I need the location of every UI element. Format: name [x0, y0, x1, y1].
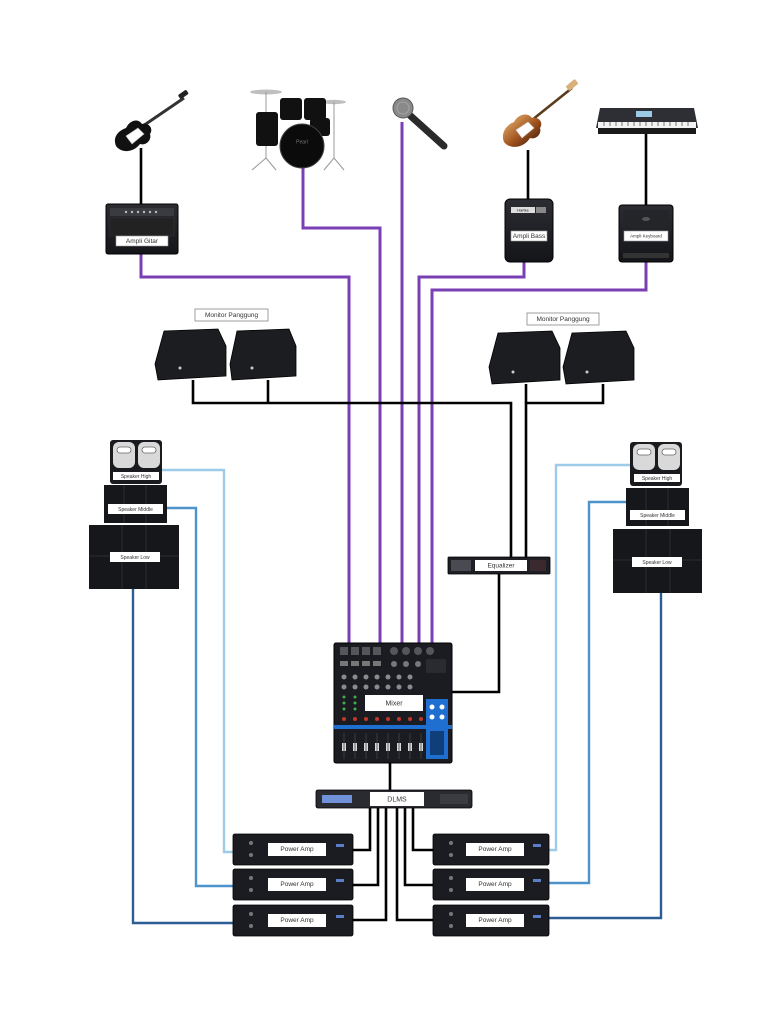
left-speaker-low-label: Speaker Low	[120, 555, 150, 561]
bass-amp-cable	[417, 262, 526, 650]
right-low-cable	[549, 592, 663, 920]
guitar-amp-cable	[139, 254, 351, 650]
power-amp-label: Power Amp	[478, 917, 512, 924]
dlms-label: DLMS	[387, 796, 407, 803]
keyboard-amp-cable	[430, 262, 648, 650]
microphone-icon	[392, 97, 448, 150]
power-amp-left-3: Power Amp	[232, 904, 354, 937]
guitar-amp-label: Ampli Gitar	[126, 238, 159, 245]
svg-text:Pearl: Pearl	[296, 139, 308, 145]
bass-amp: Hartke Ampli Bass	[504, 198, 554, 263]
electric-guitar-icon	[114, 90, 189, 152]
equalizer: Equalizer	[447, 556, 551, 575]
dlms-processor: DLMS	[315, 789, 473, 809]
power-amp-right-3: Power Amp	[432, 904, 550, 937]
speaker-cables	[139, 134, 648, 922]
right-high-cable	[549, 463, 630, 852]
left-speaker-high-label: Speaker High	[121, 474, 152, 480]
power-amp-left-1: Power Amp	[232, 833, 354, 866]
keyboard-icon	[596, 108, 698, 134]
right-speaker-mid-label: Speaker Middle	[640, 513, 675, 519]
left-high-cable	[162, 468, 233, 854]
mixer: Mixer	[333, 642, 453, 764]
stage-monitor-icon	[154, 328, 227, 381]
line-array-cables	[131, 463, 663, 925]
power-amp-right-2: Power Amp	[432, 868, 550, 901]
stage-monitor-icon	[229, 328, 297, 381]
power-amp-right-1: Power Amp	[432, 833, 550, 866]
right-speaker-high-label: Speaker High	[642, 476, 673, 482]
stage-monitor-icon	[562, 330, 635, 385]
right-monitor-label: Monitor Panggung	[536, 316, 590, 323]
power-amp-label: Power Amp	[478, 846, 512, 853]
power-amp-label: Power Amp	[280, 846, 314, 853]
power-amp-label: Power Amp	[280, 917, 314, 924]
power-amp-left-2: Power Amp	[232, 868, 354, 901]
right-speaker-stack: Speaker High Speaker Middle Speaker Low	[613, 442, 702, 593]
left-speaker-stack: Speaker High Speaker Middle Speaker Low	[89, 440, 179, 589]
dlms-to-amp-r1	[411, 808, 433, 852]
right-monitor-group: Monitor Panggung	[488, 312, 635, 385]
right-monitor-cable	[524, 384, 605, 557]
dlms-to-amp-l2	[353, 808, 380, 887]
left-low-cable	[131, 588, 233, 925]
equalizer-label: Equalizer	[487, 563, 515, 570]
right-mid-cable	[549, 500, 628, 885]
dlms-to-amp-l3	[353, 808, 388, 922]
drum-kit-icon: Pearl	[250, 89, 346, 171]
bass-amp-label: Ampli Bass	[513, 233, 546, 240]
left-monitor-group: Monitor Panggung	[154, 308, 297, 381]
mixer-label: Mixer	[385, 700, 403, 707]
instrument-cables	[139, 122, 648, 650]
guitar-amp: Ampli Gitar	[105, 203, 179, 255]
bass-amp-brand: Hartke	[517, 208, 530, 213]
dlms-to-amp-r3	[395, 808, 433, 922]
keyboard-amp-label: Ampli Keyboard	[630, 234, 662, 239]
left-speaker-mid-label: Speaker Middle	[118, 507, 153, 513]
bass-guitar-icon	[502, 79, 578, 147]
left-monitor-label: Monitor Panggung	[205, 312, 259, 319]
dlms-to-amp-l1	[353, 808, 372, 852]
left-monitor-cable	[191, 380, 513, 557]
power-amp-label: Power Amp	[478, 881, 512, 888]
right-speaker-low-label: Speaker Low	[642, 560, 672, 566]
drum-cable	[301, 168, 382, 650]
keyboard-amp: Ampli Keyboard	[618, 204, 674, 263]
stage-monitor-icon	[488, 330, 561, 385]
equalizer-to-mixer-cable	[452, 573, 501, 694]
power-amp-label: Power Amp	[280, 881, 314, 888]
dlms-to-amp-r2	[403, 808, 433, 887]
left-mid-cable	[164, 506, 233, 888]
